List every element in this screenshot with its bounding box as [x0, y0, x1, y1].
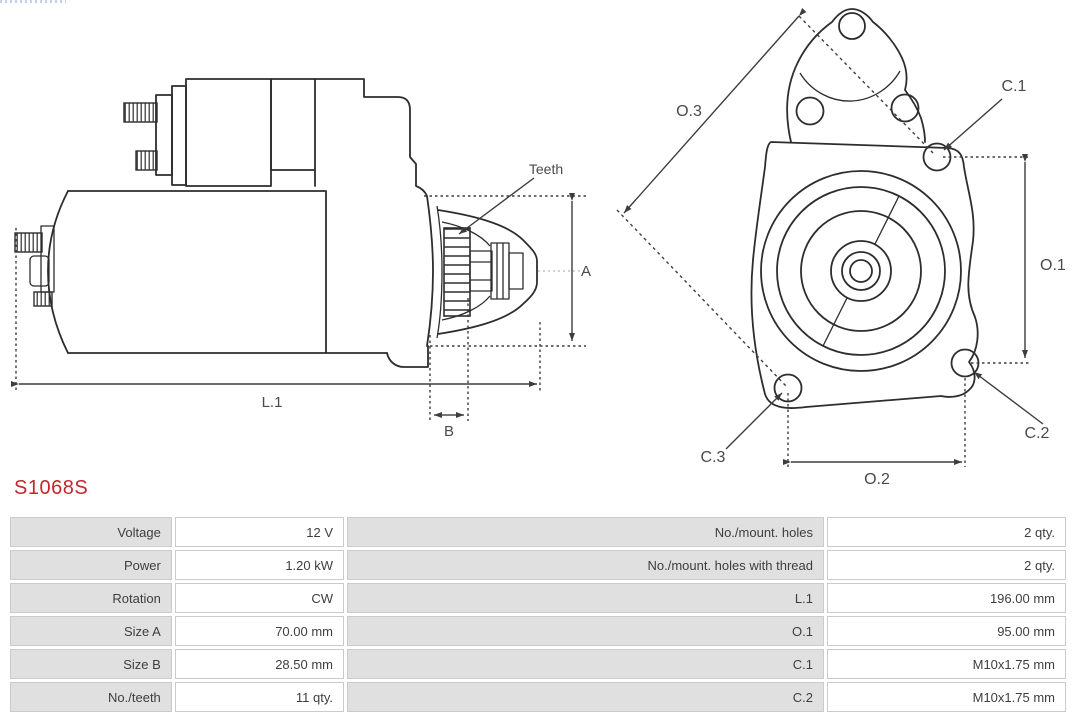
front-view-drawing: O.3 C.1 O.1 C.2 C.3 — [616, 8, 1066, 488]
teeth-label: Teeth — [529, 161, 563, 177]
bracket-left-hole — [795, 96, 825, 126]
spec-value: 28.50 mm — [174, 649, 344, 679]
part-number: S1068S — [14, 477, 89, 499]
motor-body — [47, 190, 429, 368]
table-row: Voltage 12 V No./mount. holes 2 qty. — [10, 517, 1066, 547]
callout-c1: C.1 — [943, 78, 1027, 151]
table-row: Rotation CW L.1 196.00 mm — [10, 583, 1066, 613]
table-row: Power 1.20 kW No./mount. holes with thre… — [10, 550, 1066, 580]
shaft-hub-circle — [830, 240, 892, 302]
dimension-a: A — [424, 193, 591, 347]
spec-value: 70.00 mm — [174, 616, 344, 646]
table-row: Size B 28.50 mm C.1 M10x1.75 mm — [10, 649, 1066, 679]
table-row: Size A 70.00 mm O.1 95.00 mm — [10, 616, 1066, 646]
dimension-o1: O.1 — [943, 154, 1066, 364]
flange-outer-circle — [760, 170, 962, 372]
dim-c3-label: C.3 — [701, 449, 726, 466]
spec-value: 2 qty. — [826, 517, 1066, 547]
dimension-o3: O.3 — [616, 8, 934, 387]
mount-hole-c3 — [773, 373, 803, 403]
spec-label: Size A — [10, 616, 172, 646]
spec-value: 12 V — [174, 517, 344, 547]
dim-c2-label: C.2 — [1025, 425, 1050, 442]
spec-label: No./mount. holes with thread — [347, 550, 824, 580]
teeth-callout: Teeth — [458, 161, 563, 235]
dim-o3-label: O.3 — [676, 103, 702, 120]
spec-value: M10x1.75 mm — [826, 682, 1066, 712]
mounting-flange — [750, 141, 980, 409]
spec-label: Rotation — [10, 583, 172, 613]
body-terminal-studs — [14, 225, 55, 307]
spec-label: No./teeth — [10, 682, 172, 712]
spec-value: M10x1.75 mm — [826, 649, 1066, 679]
dim-o1-label: O.1 — [1040, 257, 1066, 274]
solenoid — [123, 78, 316, 187]
screen-edge-artifact — [0, 0, 66, 3]
technical-drawing: Teeth A L.1 — [11, 8, 1066, 488]
dim-c1-label: C.1 — [1002, 78, 1027, 95]
spec-label: L.1 — [347, 583, 824, 613]
spec-label: O.1 — [347, 616, 824, 646]
dim-o2-label: O.2 — [864, 471, 890, 488]
callout-c3: C.3 — [701, 392, 783, 466]
bracket-top-hole — [838, 12, 866, 40]
side-view-drawing: Teeth A L.1 — [11, 78, 591, 440]
dim-l1-label: L.1 — [262, 394, 283, 411]
spec-value: 1.20 kW — [174, 550, 344, 580]
dim-b-label: B — [444, 423, 454, 440]
bracket-right-hole — [890, 93, 920, 123]
dimension-l1: L.1 — [11, 228, 541, 411]
spec-value: 2 qty. — [826, 550, 1066, 580]
spec-label: Size B — [10, 649, 172, 679]
table-row: No./teeth 11 qty. C.2 M10x1.75 mm — [10, 682, 1066, 712]
spec-table: Voltage 12 V No./mount. holes 2 qty. Pow… — [7, 514, 1069, 715]
spec-value: 95.00 mm — [826, 616, 1066, 646]
spec-label: No./mount. holes — [347, 517, 824, 547]
drive-end-housing — [314, 78, 538, 347]
callout-c2: C.2 — [973, 371, 1050, 442]
shaft-bore-circle — [849, 259, 873, 283]
spec-value: 11 qty. — [174, 682, 344, 712]
spec-label: C.1 — [347, 649, 824, 679]
spec-value: CW — [174, 583, 344, 613]
dim-a-label: A — [581, 263, 591, 280]
mounting-bracket — [786, 8, 926, 143]
spec-value: 196.00 mm — [826, 583, 1066, 613]
pinion-gear — [443, 227, 586, 317]
dimension-o2: O.2 — [783, 378, 966, 488]
spec-label: Voltage — [10, 517, 172, 547]
dimension-b: B — [429, 298, 469, 440]
spec-label: C.2 — [347, 682, 824, 712]
spec-label: Power — [10, 550, 172, 580]
